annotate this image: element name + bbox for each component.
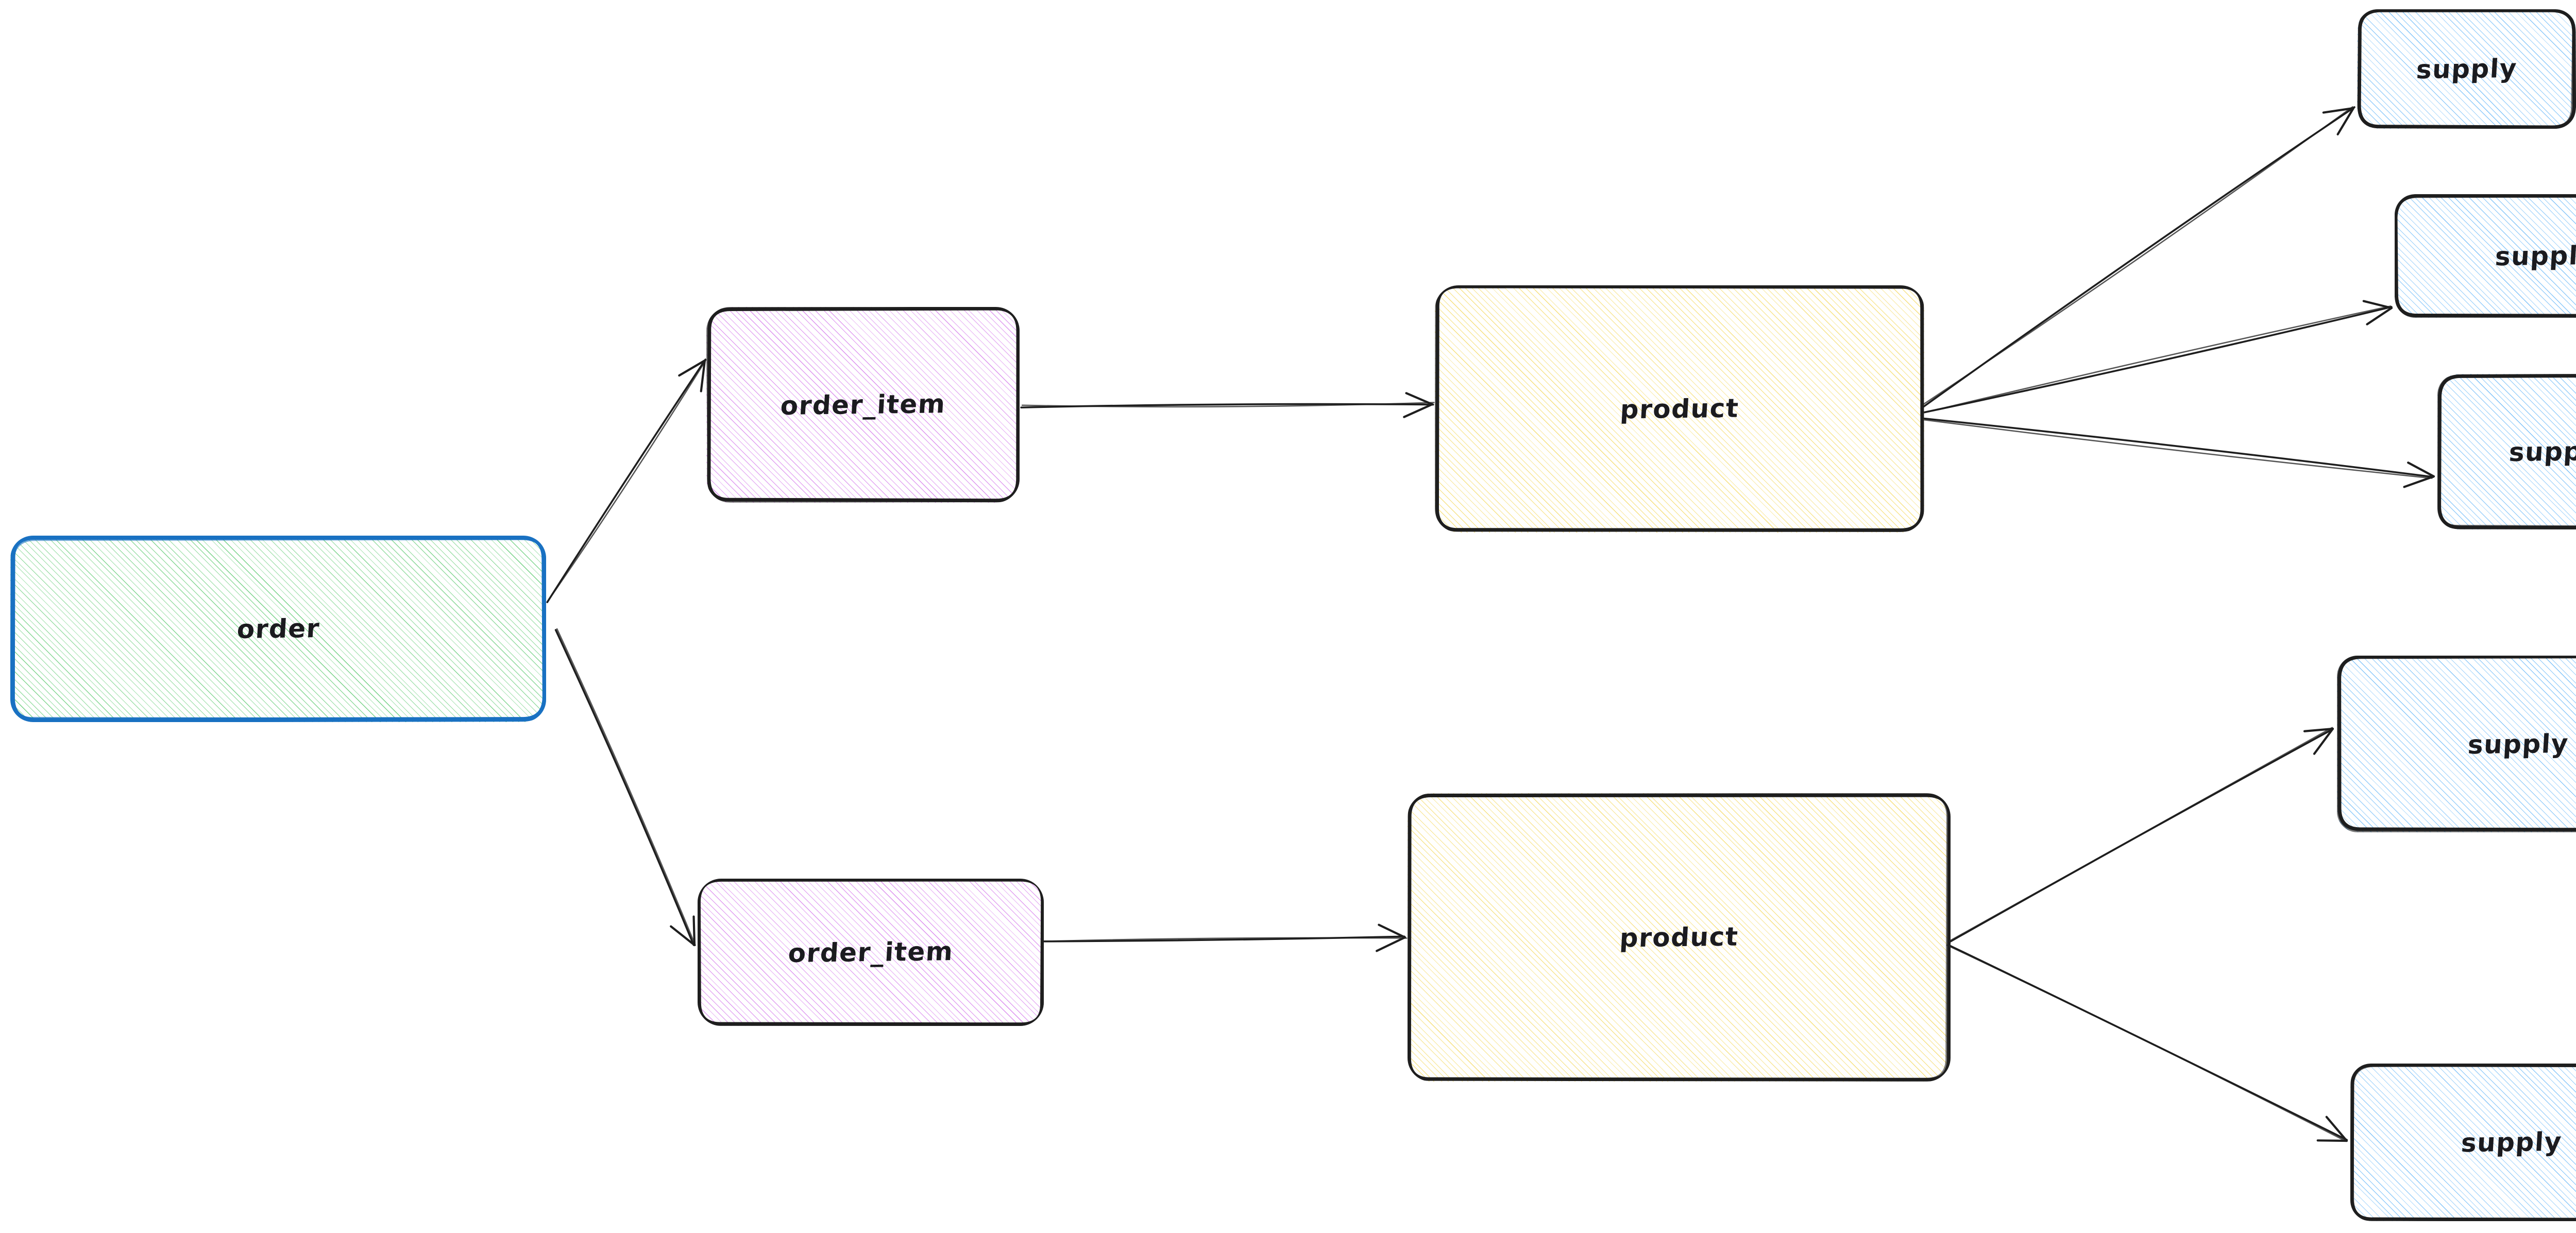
node-label: supply [2415, 53, 2518, 85]
node-label: order [235, 613, 321, 644]
node-label: supply [2460, 1126, 2563, 1158]
node-supply_4[interactable]: supply [2337, 656, 2576, 832]
node-label: order_item [779, 389, 947, 421]
node-product_top[interactable]: product [1435, 285, 1924, 533]
edge-e3[interactable] [1020, 392, 1435, 418]
edge-e6[interactable] [1921, 300, 2393, 414]
node-label: supply [2507, 436, 2576, 468]
node-supply_5[interactable]: supply [2350, 1064, 2576, 1221]
node-supply_3[interactable]: supply [2437, 374, 2576, 529]
edge-e7[interactable] [1923, 417, 2435, 488]
edge-e8[interactable] [1947, 727, 2334, 944]
edge-e4[interactable] [1042, 923, 1408, 952]
node-label: supply [2467, 728, 2570, 760]
node-order[interactable]: order [10, 536, 546, 722]
node-label: supply [2494, 240, 2576, 272]
node-product_bottom[interactable]: product [1408, 793, 1951, 1082]
node-supply_2[interactable]: supply [2395, 194, 2576, 318]
node-order_item_top[interactable]: order_item [706, 307, 1020, 503]
node-label: order_item [787, 936, 955, 968]
edge-e9[interactable] [1946, 944, 2348, 1142]
edge-e1[interactable] [546, 358, 707, 604]
edge-e2[interactable] [554, 628, 696, 947]
edge-e5[interactable] [1921, 106, 2355, 408]
node-order_item_bottom[interactable]: order_item [698, 879, 1044, 1026]
node-label: product [1619, 921, 1739, 953]
node-supply_1[interactable]: supply [2357, 9, 2576, 129]
node-label: product [1619, 393, 1740, 425]
